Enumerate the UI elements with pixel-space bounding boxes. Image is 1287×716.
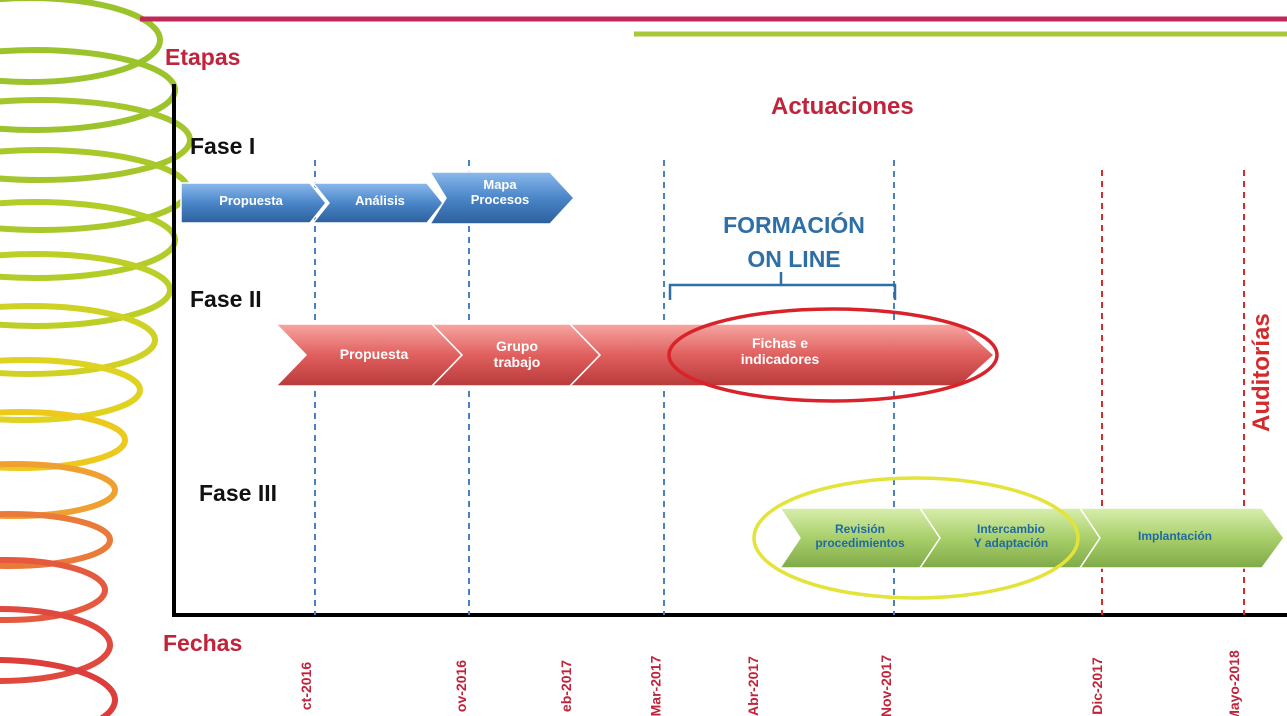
formacion-bracket <box>668 272 897 300</box>
phase3-step-label: Implantación <box>1137 529 1212 543</box>
phase2-step-label: Fichas e indicadores <box>740 335 820 368</box>
phase1-step-analisis <box>311 182 444 224</box>
date-label: Mayo-2018 <box>1225 650 1242 716</box>
phase-label-2: Fase II <box>190 286 262 312</box>
date-label: Mar-2017 <box>647 655 664 716</box>
date-label: Dic-2017 <box>1088 657 1105 715</box>
phase1-step-label: Mapa Procesos <box>470 177 530 207</box>
formacion-line1: FORMACIÓN <box>723 212 865 238</box>
phase1-step-label: Propuesta <box>219 193 283 208</box>
phase3-steps <box>778 507 1285 569</box>
auditorias-label: Auditorías <box>1248 313 1275 432</box>
phase1-step-label: Análisis <box>355 193 405 208</box>
date-label: ov-2016 <box>453 659 470 713</box>
etapas-label: Etapas <box>165 44 241 70</box>
phase-label-3: Fase III <box>199 480 277 506</box>
fichas-highlight-ellipse <box>667 307 999 403</box>
phase1-steps <box>180 171 576 225</box>
date-label: ct-2016 <box>298 661 315 711</box>
phase3-highlight-ellipse <box>752 476 1080 600</box>
fechas-label: Fechas <box>163 630 243 656</box>
phase2-step-label: Propuesta <box>339 346 409 362</box>
date-label: Abr-2017 <box>744 656 761 716</box>
phase3-step-implantacion <box>1078 507 1285 569</box>
date-label: Nov-2017 <box>878 654 895 716</box>
phase2-step-label: Grupo trabajo <box>493 338 541 371</box>
date-label: eb-2017 <box>558 659 575 713</box>
actuaciones-label: Actuaciones <box>771 93 914 120</box>
formacion-line2: ON LINE <box>747 246 841 272</box>
phase-label-1: Fase I <box>190 133 256 159</box>
phase1-step-propuesta <box>180 182 327 224</box>
phase3-step-label: Intercambio Y adaptación <box>973 522 1049 550</box>
phase3-step-label: Revisión procedimientos <box>815 522 905 550</box>
phase1-step-mapa-procesos <box>428 171 576 225</box>
decorative-spiral <box>0 0 193 716</box>
formacion-online-label: FORMACIÓN ON LINE <box>694 208 894 276</box>
